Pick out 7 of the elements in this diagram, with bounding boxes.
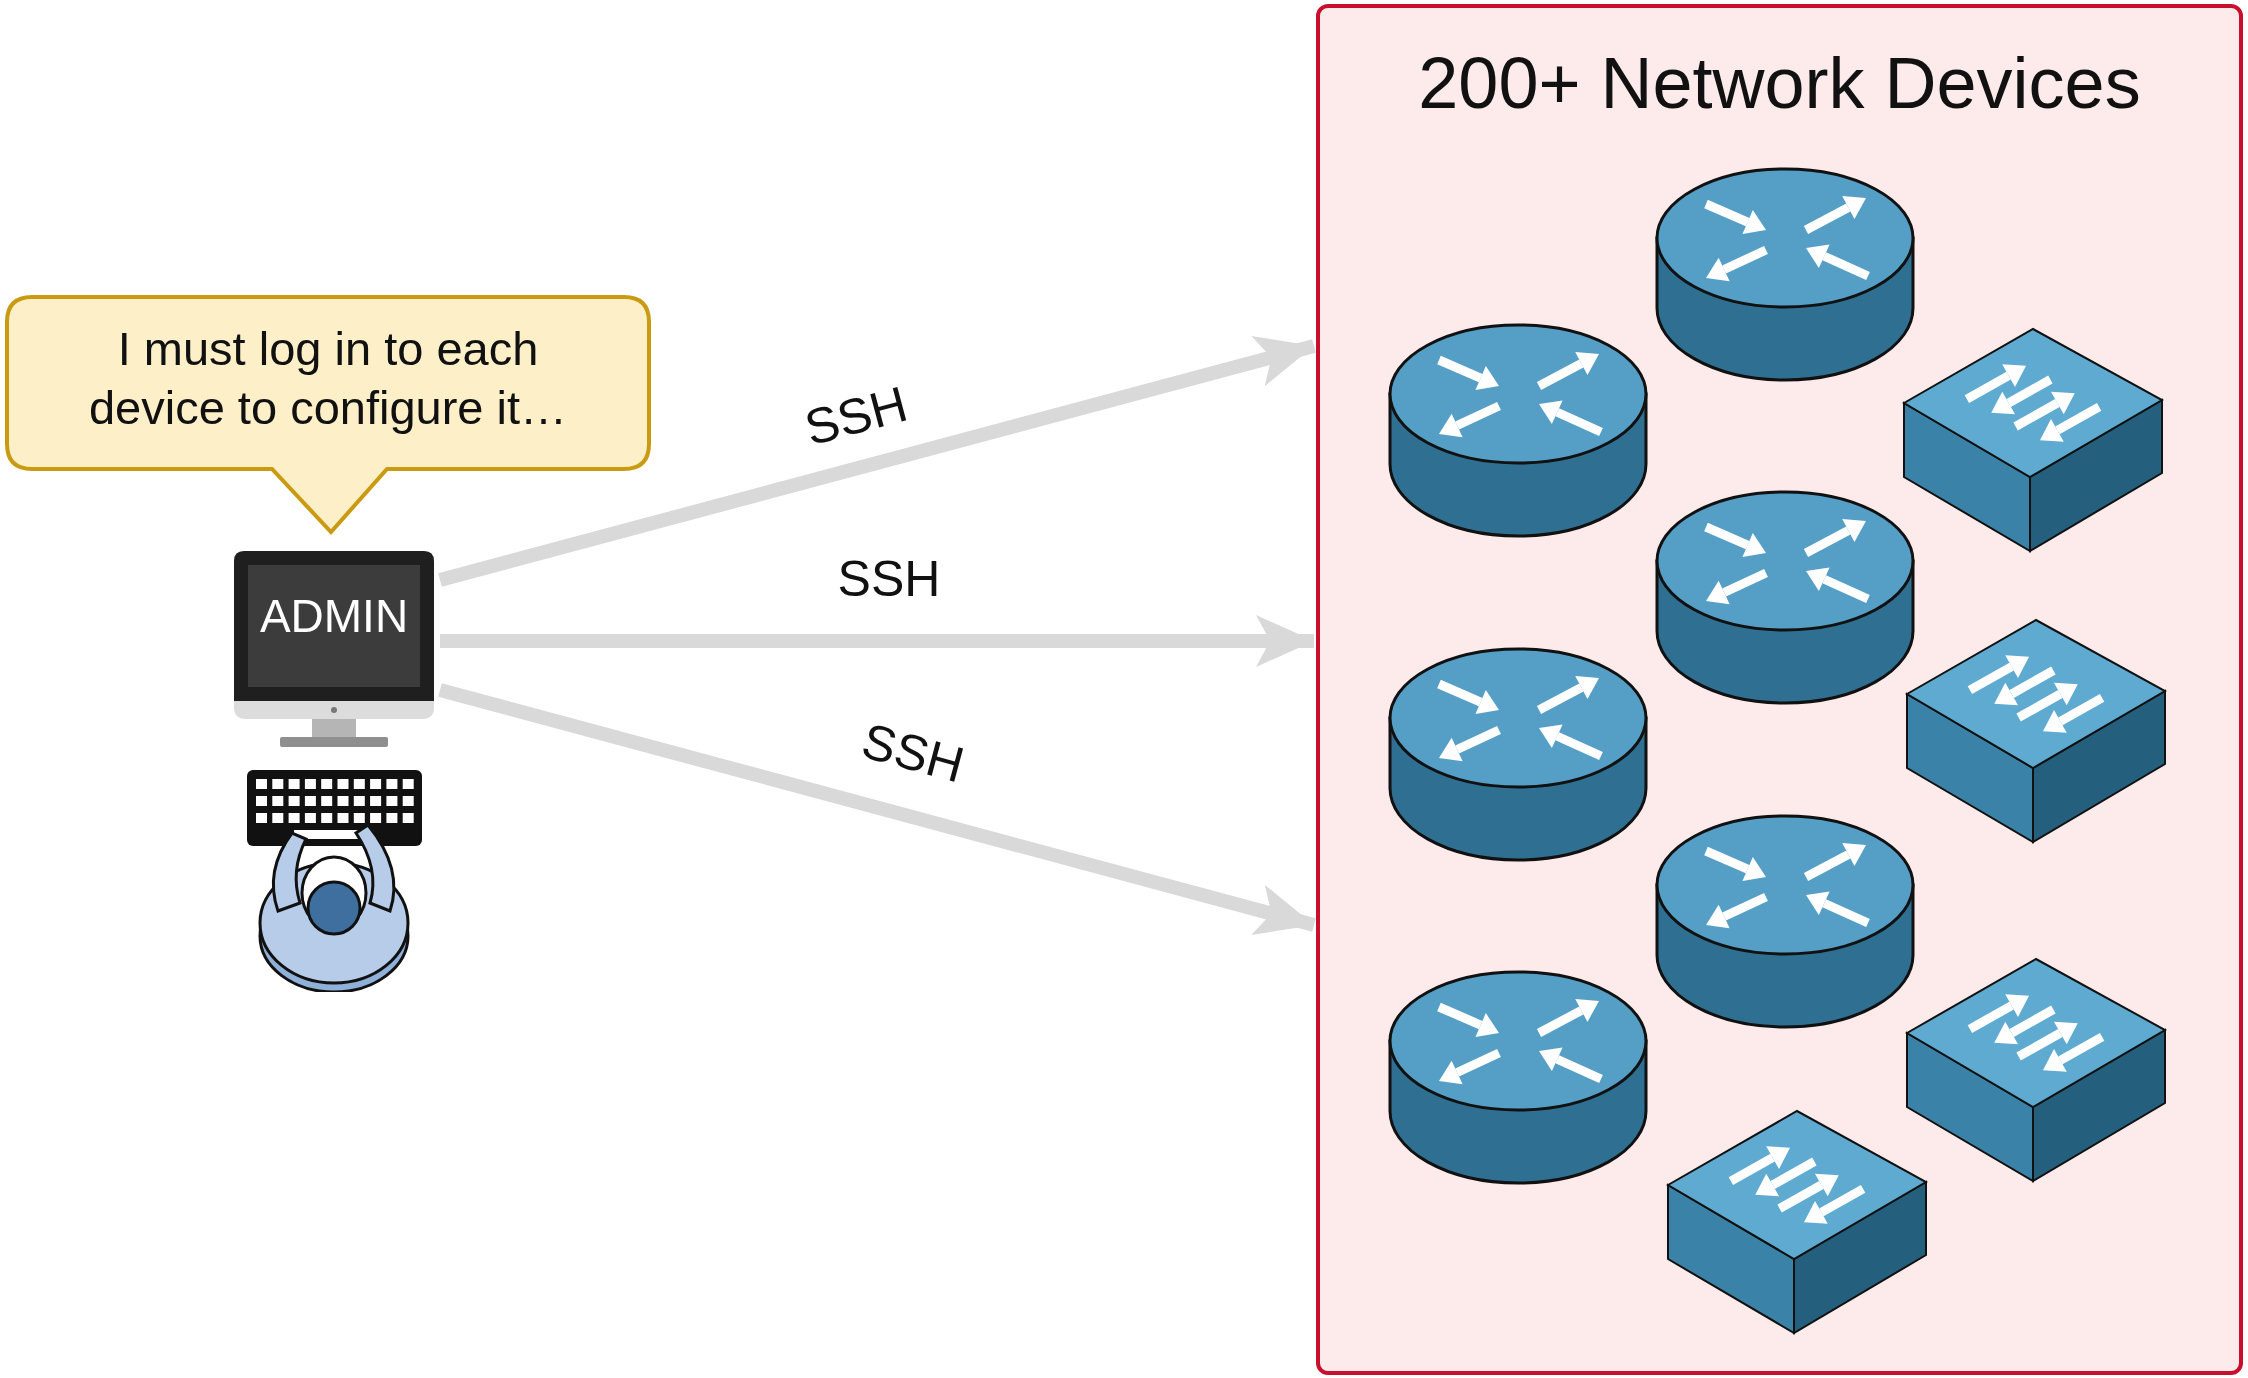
monitor-text: ADMIN	[258, 589, 410, 644]
group-title: 200+ Network Devices	[1417, 44, 2142, 124]
arrow	[438, 683, 1316, 936]
arrow	[438, 335, 1316, 587]
group-box	[1316, 4, 2243, 1375]
arrow	[440, 615, 1314, 667]
bubble-text: I must log in to each device to configure it…	[87, 321, 569, 436]
